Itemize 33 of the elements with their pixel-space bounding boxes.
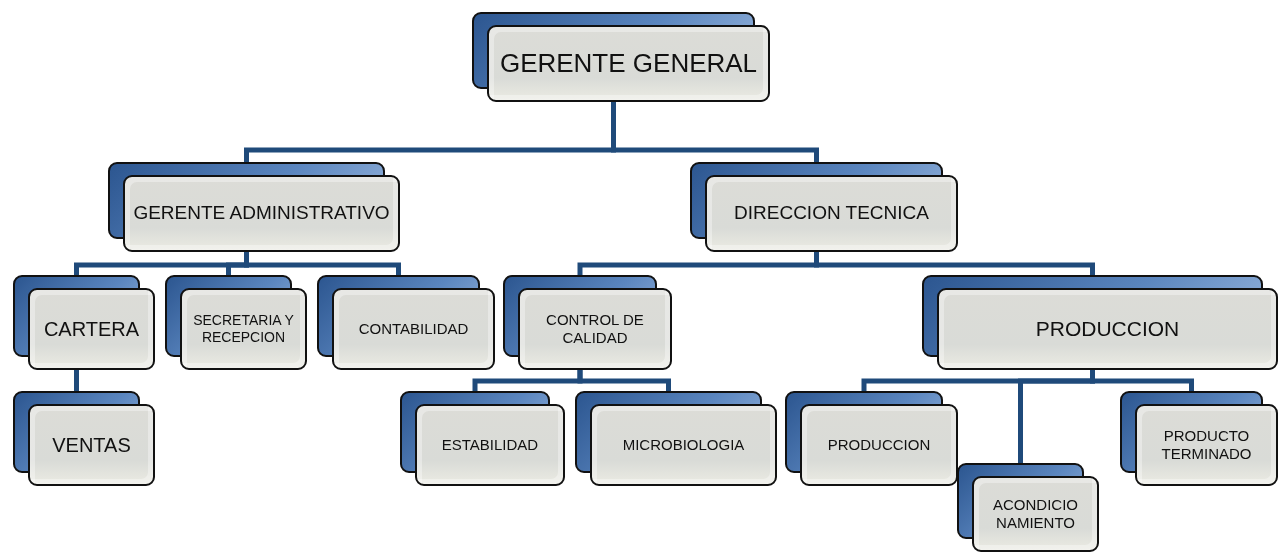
connector-line <box>814 252 1095 275</box>
box-label: DIRECCION TECNICA <box>734 202 929 225</box>
org-box <box>400 391 565 486</box>
org-box <box>13 275 155 370</box>
box-label: PRODUCTO TERMINADO <box>1160 427 1253 463</box>
org-box <box>957 463 1099 552</box>
box-label: GERENTE ADMINISTRATIVO <box>133 202 390 225</box>
org-box <box>165 275 307 370</box>
box-label: SECRETARIA Y RECEPCION <box>192 312 295 346</box>
box-label: ESTABILIDAD <box>441 436 539 454</box>
connector-line <box>74 370 79 391</box>
org-box <box>472 12 770 102</box>
org-box <box>690 162 958 252</box>
org-box <box>108 162 400 252</box>
box-label: MICROBIOLOGIA <box>622 436 745 454</box>
connector-line <box>611 102 819 162</box>
box-label: CARTERA <box>43 317 140 341</box>
box-label: CONTROL DE CALIDAD <box>545 311 645 347</box>
connector-line <box>577 370 671 391</box>
org-box <box>503 275 672 370</box>
org-box <box>13 391 155 486</box>
box-label: VENTAS <box>52 433 131 457</box>
org-box <box>317 275 495 370</box>
box-label: ACONDICIO NAMIENTO <box>992 496 1079 532</box>
box-label: PRODUCCION <box>1035 316 1180 342</box>
org-box <box>575 391 777 486</box>
box-label: PRODUCCION <box>827 436 931 454</box>
org-box <box>785 391 958 486</box>
org-box <box>922 275 1278 370</box>
box-label: GERENTE GENERAL <box>499 47 758 80</box>
box-label: CONTABILIDAD <box>358 320 469 338</box>
org-box <box>1120 391 1278 486</box>
connector-line <box>244 252 401 275</box>
